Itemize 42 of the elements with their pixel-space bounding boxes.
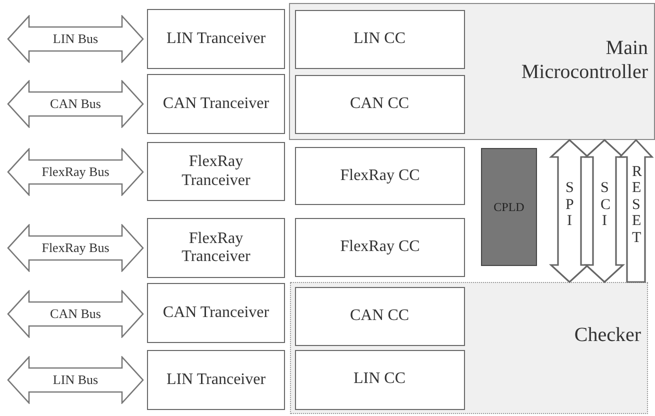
panel-title: Checker: [573, 323, 641, 347]
block-box: [295, 147, 465, 205]
block-box: [147, 350, 285, 410]
block-box: [147, 74, 285, 134]
block-label: FlexRay CC: [339, 166, 421, 186]
block-box: [147, 218, 285, 278]
bus-arrow: [7, 148, 144, 196]
controller-panel: [289, 3, 655, 140]
block-box: [294, 74, 464, 134]
block-box: [147, 142, 285, 201]
block-label: FlexRay Tranceiver: [180, 230, 252, 266]
bus-label: FlexRay Bus: [42, 240, 110, 256]
bus-arrow: [7, 356, 144, 404]
bus-arrow: [7, 80, 144, 128]
block-label: FlexRay CC: [339, 238, 421, 257]
panel-title: Main Microcontroller: [520, 36, 648, 84]
cpld-block: [481, 148, 537, 266]
block-box: [294, 350, 464, 410]
block-label: CAN Tranceiver: [162, 94, 270, 114]
bus-arrow: [7, 290, 144, 338]
block-box: [294, 286, 464, 346]
bus-arrow: [7, 224, 144, 272]
block-label: LIN CC: [352, 30, 406, 48]
block-label: LIN Tranceiver: [165, 370, 267, 390]
block-label: CAN CC: [348, 306, 410, 326]
block-box: [147, 9, 285, 69]
block-label: CAN CC: [348, 94, 410, 114]
bus-label: CAN Bus: [50, 96, 101, 112]
block-label: CAN Tranceiver: [162, 304, 270, 322]
block-box: [295, 218, 465, 277]
checker-panel: [290, 282, 648, 414]
block-label: FlexRay Tranceiver: [180, 153, 252, 190]
bus-label: CAN Bus: [50, 306, 101, 322]
bus-label: LIN Bus: [52, 372, 98, 388]
block-box: [147, 283, 285, 343]
block-label: LIN CC: [352, 370, 406, 389]
block-label: LIN Tranceiver: [165, 30, 267, 48]
bus-arrow: [7, 15, 144, 63]
bus-label: FlexRay Bus: [42, 164, 110, 180]
cpld-label: CPLD: [494, 200, 524, 214]
block-box: [294, 10, 464, 68]
bus-label: LIN Bus: [52, 31, 98, 47]
